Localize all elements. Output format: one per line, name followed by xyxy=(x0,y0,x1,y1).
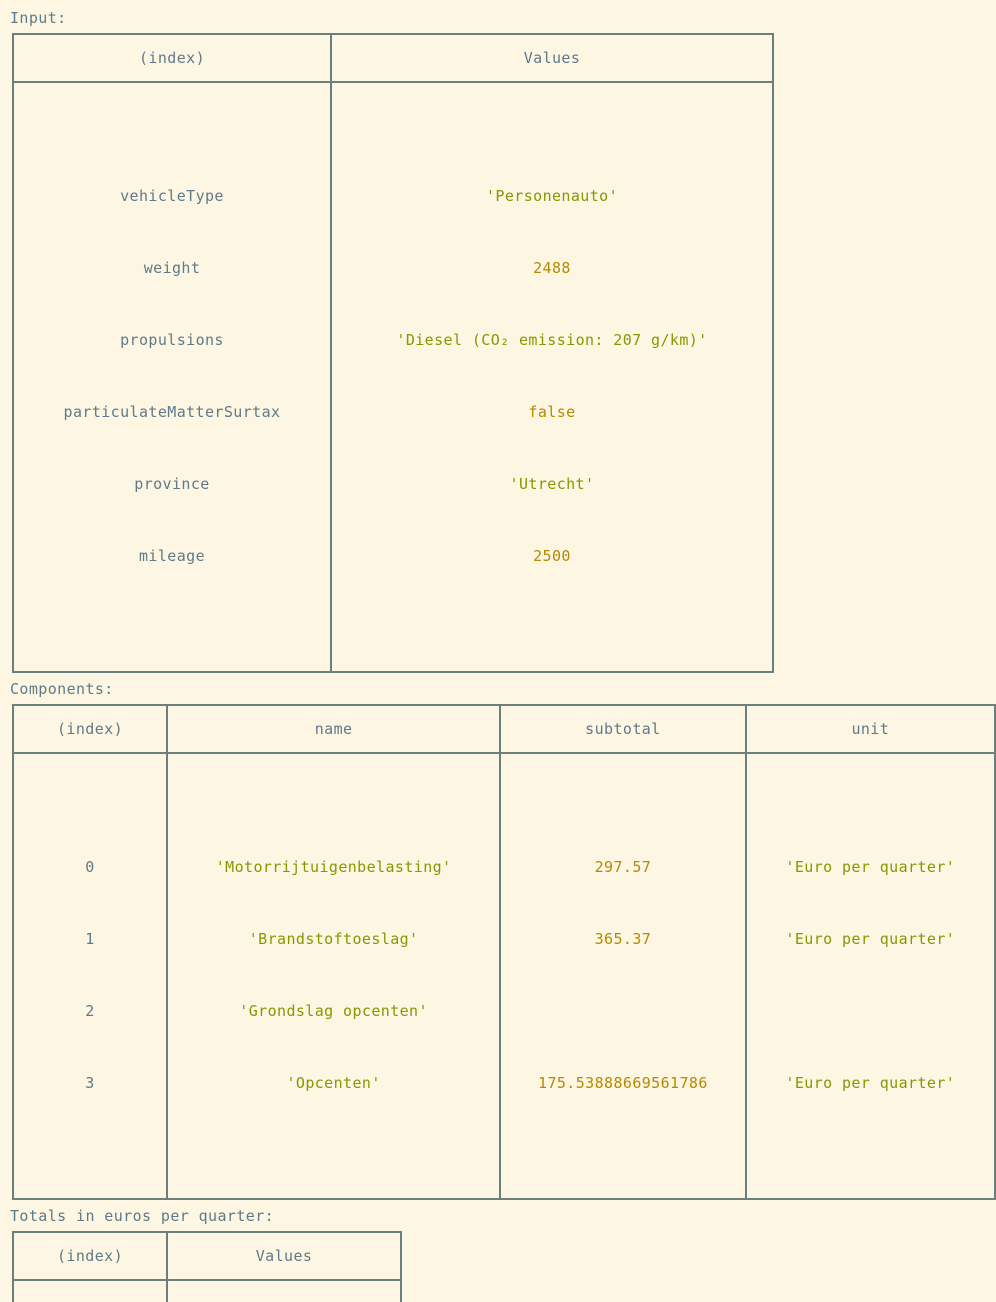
component-unit: 'Euro per quarter' xyxy=(785,930,956,948)
totals-table-body: total unrounded 838 838.4788866956179 xyxy=(11,1279,403,1302)
input-values-cell: 'Personenauto' 2488 'Diesel (CO₂ emissio… xyxy=(330,81,774,673)
input-table-wrapper: (index) Values vehicleType weight propul… xyxy=(12,33,996,673)
table-row: vehicleType weight propulsions particula… xyxy=(12,81,774,673)
column-header-name: name xyxy=(166,704,502,754)
component-subtotal: 365.37 xyxy=(594,930,652,948)
input-table: (index) Values vehicleType weight propul… xyxy=(12,33,774,673)
column-header-subtotal: subtotal xyxy=(499,704,747,754)
totals-index-cell: total unrounded xyxy=(11,1279,169,1302)
index-key: mileage xyxy=(138,547,205,565)
index-key: weight xyxy=(143,259,201,277)
components-unit-cell: 'Euro per quarter' 'Euro per quarter' 'E… xyxy=(744,752,996,1200)
component-subtotal-empty xyxy=(511,999,734,1023)
input-index-cell: vehicleType weight propulsions particula… xyxy=(12,81,332,673)
table-header-row: (index) Values xyxy=(12,33,774,83)
row-index: 2 xyxy=(85,1002,95,1020)
table-header-row: (index) name subtotal unit xyxy=(11,704,996,754)
input-label: Input: xyxy=(10,9,67,27)
value-province: 'Utrecht' xyxy=(509,475,595,493)
totals-table: (index) Values total unrounded 838 xyxy=(11,1231,403,1302)
row-index: 1 xyxy=(85,930,95,948)
value-mileage: 2500 xyxy=(533,547,571,565)
column-header-index: (index) xyxy=(11,1231,169,1281)
totals-table-wrapper: (index) Values total unrounded 838 xyxy=(11,1231,996,1302)
components-table: (index) name subtotal unit 0 1 2 3 xyxy=(11,704,996,1200)
components-index-cell: 0 1 2 3 xyxy=(11,752,169,1200)
component-unit: 'Euro per quarter' xyxy=(785,858,956,876)
totals-table-head: (index) Values xyxy=(11,1231,403,1281)
index-key: province xyxy=(134,475,210,493)
table-header-row: (index) Values xyxy=(11,1231,403,1281)
component-name: 'Brandstoftoeslag' xyxy=(248,930,419,948)
value-weight: 2488 xyxy=(533,259,571,277)
column-header-index: (index) xyxy=(11,704,169,754)
totals-values-cell: 838 838.4788866956179 xyxy=(166,1279,403,1302)
index-key: propulsions xyxy=(120,331,224,349)
component-name: 'Grondslag opcenten' xyxy=(239,1002,428,1020)
column-header-unit: unit xyxy=(744,704,996,754)
component-name: 'Opcenten' xyxy=(286,1074,381,1092)
index-key: particulateMatterSurtax xyxy=(63,403,281,421)
component-unit-empty xyxy=(757,999,984,1023)
totals-label: Totals in euros per quarter: xyxy=(10,1207,275,1225)
component-subtotal: 297.57 xyxy=(594,858,652,876)
components-table-head: (index) name subtotal unit xyxy=(11,704,996,754)
component-name: 'Motorrijtuigenbelasting' xyxy=(215,858,452,876)
row-index: 3 xyxy=(85,1074,95,1092)
value-vehicletype: 'Personenauto' xyxy=(485,187,619,205)
input-table-body: vehicleType weight propulsions particula… xyxy=(12,81,774,673)
components-table-body: 0 1 2 3 'Motorrijtuigenbelasting' 'Brand… xyxy=(11,752,996,1200)
value-particulatemattersurtax: false xyxy=(528,403,576,421)
column-header-values: Values xyxy=(330,33,774,83)
component-unit: 'Euro per quarter' xyxy=(785,1074,956,1092)
column-header-index: (index) xyxy=(12,33,332,83)
components-label: Components: xyxy=(10,680,114,698)
components-subtotal-cell: 297.57 365.37 175.53888669561786 xyxy=(499,752,747,1200)
value-propulsions: 'Diesel (CO₂ emission: 207 g/km)' xyxy=(396,331,708,349)
column-header-values: Values xyxy=(166,1231,403,1281)
components-table-wrapper: (index) name subtotal unit 0 1 2 3 xyxy=(11,704,996,1200)
input-table-head: (index) Values xyxy=(12,33,774,83)
row-index: 0 xyxy=(85,858,95,876)
table-row: total unrounded 838 838.4788866956179 xyxy=(11,1279,403,1302)
index-key: vehicleType xyxy=(120,187,224,205)
table-row: 0 1 2 3 'Motorrijtuigenbelasting' 'Brand… xyxy=(11,752,996,1200)
component-subtotal: 175.53888669561786 xyxy=(538,1074,708,1092)
components-name-cell: 'Motorrijtuigenbelasting' 'Brandstoftoes… xyxy=(166,752,502,1200)
